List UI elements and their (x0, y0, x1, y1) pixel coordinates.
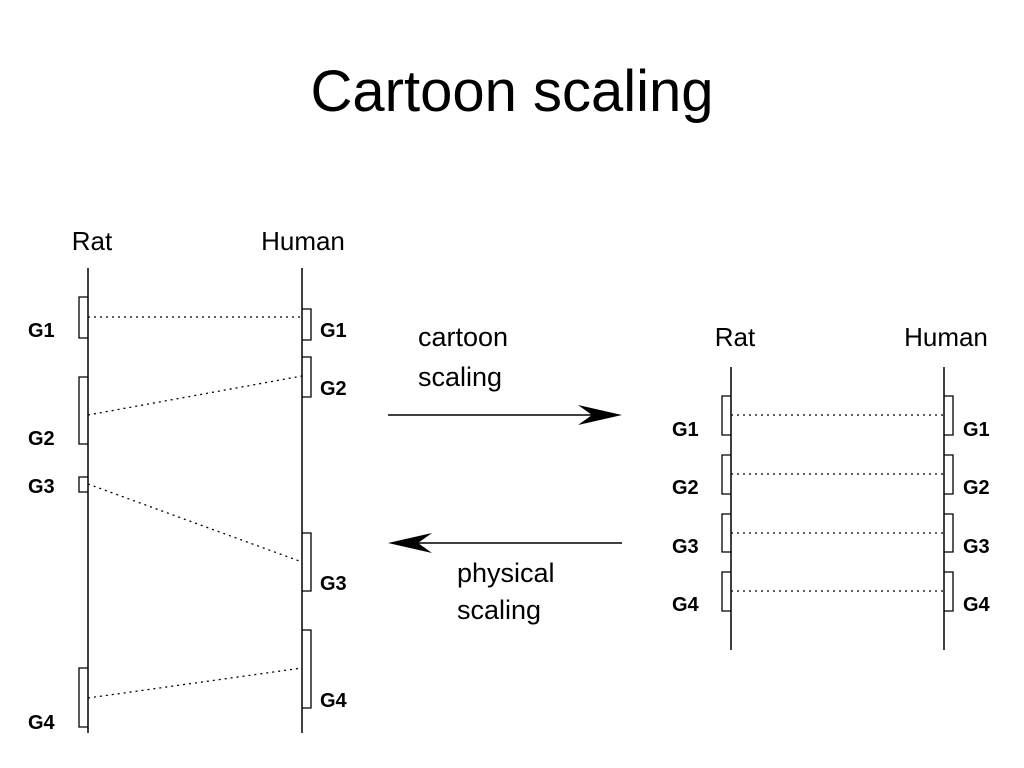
left-rat-label-g3: G3 (28, 476, 55, 498)
left-link-g3 (87, 483, 303, 563)
left-rat-gene-g3 (78, 476, 88, 493)
right-rat-label-g2: G2 (672, 477, 699, 499)
right-human-label-g4: G4 (963, 594, 991, 616)
left-arrowhead-icon (388, 533, 432, 553)
right-human-gene-g3 (944, 513, 954, 553)
left-map: Rat Human G1 G2 G3 G4 G1 G2 G3 G4 (28, 226, 348, 734)
left-human-header: Human (261, 226, 345, 256)
right-rat-label-g1: G1 (672, 419, 699, 441)
right-rat-label-g3: G3 (672, 536, 699, 558)
right-human-gene-g2 (944, 454, 954, 495)
right-rat-gene-g2 (721, 454, 731, 495)
left-human-label-g3: G3 (320, 573, 347, 595)
left-rat-label-g2: G2 (28, 428, 55, 450)
scaling-arrows: cartoon scaling physical scaling (388, 322, 622, 625)
left-rat-gene-g4 (78, 667, 88, 728)
left-rat-header: Rat (72, 226, 113, 256)
left-human-gene-g1 (302, 308, 312, 341)
right-map: Rat Human G1 G2 G3 G4 G1 G2 G3 G4 (672, 322, 991, 650)
left-human-gene-g4 (302, 629, 312, 709)
forward-arrow-label-line1: cartoon (418, 322, 508, 352)
left-rat-label-g4: G4 (28, 712, 56, 734)
left-link-g4 (87, 667, 303, 699)
left-human-label-g1: G1 (320, 320, 347, 342)
left-human-gene-g3 (302, 532, 312, 592)
right-rat-gene-g3 (721, 513, 731, 553)
right-human-label-g1: G1 (963, 419, 990, 441)
left-link-g2 (87, 375, 303, 416)
right-rat-gene-g4 (721, 571, 731, 612)
left-human-gene-g2 (302, 356, 312, 398)
slide-title: Cartoon scaling (310, 59, 714, 124)
left-rat-label-g1: G1 (28, 320, 55, 342)
right-rat-gene-g1 (721, 395, 731, 436)
right-human-label-g3: G3 (963, 536, 990, 558)
right-human-gene-g1 (944, 395, 954, 436)
right-arrowhead-icon (578, 405, 622, 425)
left-human-label-g4: G4 (320, 690, 348, 712)
left-human-label-g2: G2 (320, 378, 347, 400)
left-rat-gene-g2 (78, 376, 88, 445)
right-human-header: Human (904, 322, 988, 352)
right-human-gene-g4 (944, 571, 954, 612)
right-rat-header: Rat (715, 322, 756, 352)
right-human-label-g2: G2 (963, 477, 990, 499)
left-rat-gene-g1 (78, 296, 88, 339)
backward-arrow-label-line1: physical (457, 558, 555, 588)
forward-arrow-label-line2: scaling (418, 362, 502, 392)
backward-arrow-label-line2: scaling (457, 595, 541, 625)
right-rat-label-g4: G4 (672, 594, 700, 616)
